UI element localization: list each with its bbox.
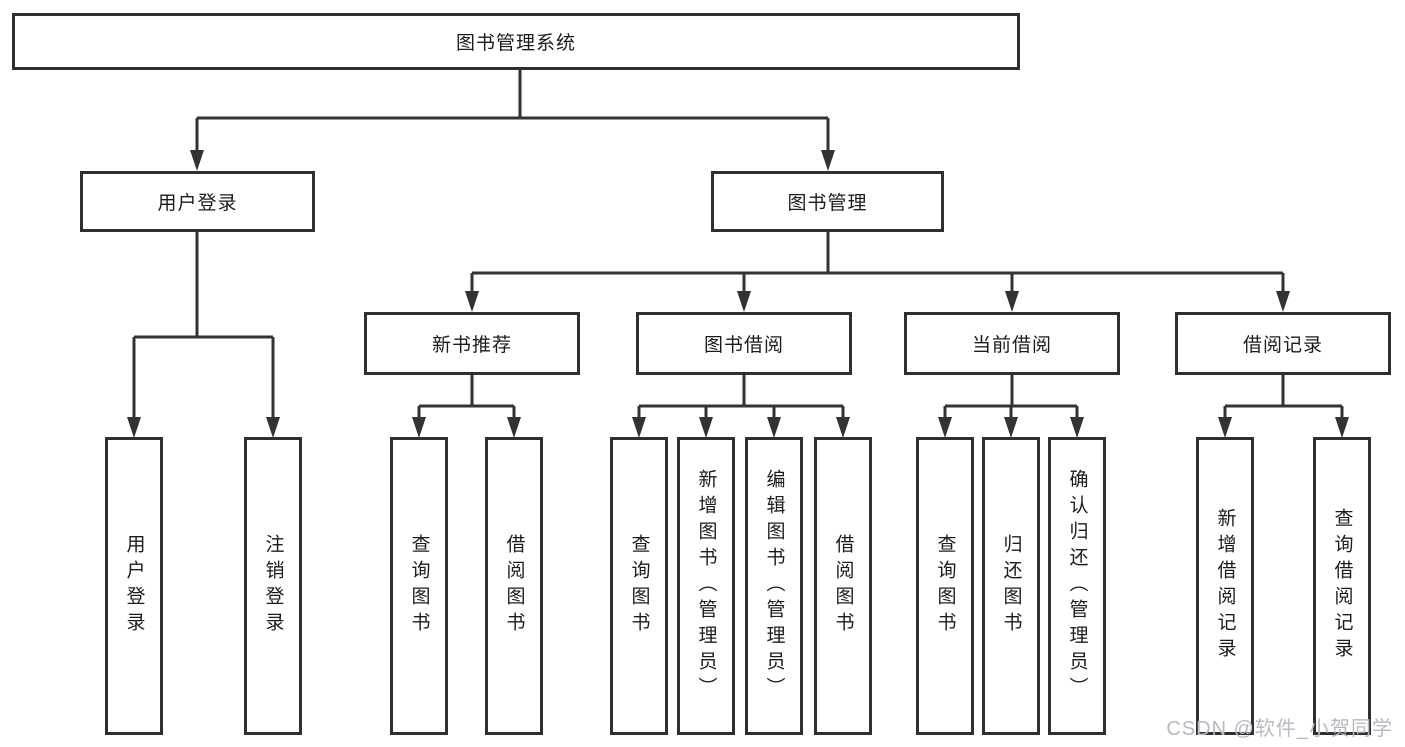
leaf-borrow-books-recommend: 借阅图书 (485, 437, 543, 735)
node-label: 图书管理 (787, 193, 868, 214)
node-label: 新增图书（管理员） (695, 469, 717, 703)
leaf-logout: 注销登录 (244, 437, 302, 735)
leaf-add-borrow-record: 新增借阅记录 (1196, 437, 1254, 735)
leaf-edit-books-admin: 编辑图书（管理员） (745, 437, 803, 735)
node-current-borrow: 当前借阅 (904, 312, 1120, 375)
node-borrow-records: 借阅记录 (1175, 312, 1391, 375)
node-label: 借阅记录 (1242, 335, 1323, 356)
node-label: 图书借阅 (703, 335, 784, 356)
arrowheads (127, 150, 1349, 438)
node-label: 新增借阅记录 (1214, 508, 1236, 664)
node-label: 借阅图书 (832, 534, 854, 638)
node-label: 借阅图书 (503, 534, 525, 638)
leaf-user-login: 用户登录 (105, 437, 163, 735)
leaf-query-books-recommend: 查询图书 (390, 437, 448, 735)
csdn-watermark: CSDN @软件_小贺同学 (1166, 718, 1393, 740)
node-book-management: 图书管理 (711, 171, 944, 232)
leaf-confirm-return-admin: 确认归还（管理员） (1048, 437, 1106, 735)
node-label: 图书管理系统 (455, 33, 576, 54)
node-label: 查询图书 (628, 534, 650, 638)
node-new-book-recommend: 新书推荐 (364, 312, 580, 375)
node-label: 归还图书 (1000, 534, 1022, 638)
node-label: 用户登录 (123, 534, 145, 638)
leaf-add-books-admin: 新增图书（管理员） (677, 437, 735, 735)
leaf-query-books-current: 查询图书 (916, 437, 974, 735)
leaf-query-books-borrow: 查询图书 (610, 437, 668, 735)
node-label: 当前借阅 (971, 335, 1052, 356)
node-label: 新书推荐 (431, 335, 512, 356)
node-label: 查询借阅记录 (1331, 508, 1353, 664)
node-book-borrow: 图书借阅 (636, 312, 852, 375)
node-label: 确认归还（管理员） (1066, 469, 1088, 703)
node-label: 查询图书 (408, 534, 430, 638)
leaf-borrow-books: 借阅图书 (814, 437, 872, 735)
node-label: 编辑图书（管理员） (763, 469, 785, 703)
node-label: 注销登录 (262, 534, 284, 638)
node-label: 查询图书 (934, 534, 956, 638)
node-label: 用户登录 (157, 193, 238, 214)
leaf-query-borrow-record: 查询借阅记录 (1313, 437, 1371, 735)
node-root-system: 图书管理系统 (12, 13, 1020, 70)
node-user-login: 用户登录 (80, 171, 315, 232)
leaf-return-books: 归还图书 (982, 437, 1040, 735)
